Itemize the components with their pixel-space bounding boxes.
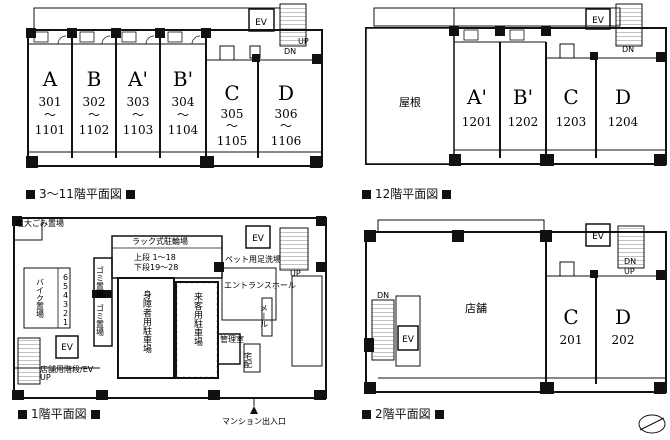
plan-1-labels: 粗大ごみ置場 ラック式駐輪場 上段 1〜18 下段19〜28 ペット用足洗場 E… bbox=[16, 218, 301, 426]
garbage-room-label: ゴミ置場 bbox=[96, 265, 105, 299]
plan-2-labels: 店舗 C 201 D 202 EV EV DN DN UP bbox=[377, 232, 636, 347]
unit-tilde: 〜 bbox=[177, 108, 189, 122]
unit-letter: A bbox=[42, 67, 58, 91]
pet-label: ペット用足洗場 bbox=[225, 254, 281, 264]
caption-text: 12階平面図 bbox=[375, 187, 439, 201]
bike-parking-label: バイク置場 bbox=[36, 278, 45, 319]
roof-area bbox=[365, 27, 455, 165]
unit-num-bottom: 1104 bbox=[168, 123, 199, 137]
unit-num-top: 305 bbox=[221, 107, 244, 121]
delivery-label: 宅配 bbox=[244, 351, 253, 369]
office-label: 管理室 bbox=[220, 334, 244, 344]
unit-num: 1203 bbox=[556, 115, 587, 129]
plan-12-labels: 屋根 A' 1201 B' 1202 C 1203 D 1204 EV DN bbox=[399, 16, 639, 129]
roof-label: 屋根 bbox=[399, 95, 421, 109]
rack-bike-label: ラック式駐輪場 bbox=[132, 236, 188, 246]
entrance-hall-label: エントランスホール bbox=[224, 281, 296, 290]
unit-num-bottom: 1101 bbox=[35, 123, 66, 137]
shop-label: 店舗 bbox=[465, 301, 487, 315]
shop-stairs-label: 店舗用階段/EV bbox=[40, 364, 94, 374]
unit-letter: D bbox=[278, 81, 294, 105]
unit-letter: B bbox=[87, 67, 102, 91]
ev-label: EV bbox=[255, 18, 268, 28]
caption-text: 1階平面図 bbox=[31, 407, 87, 421]
bike-num: 6 bbox=[63, 273, 68, 282]
unit-letter: B' bbox=[173, 67, 193, 91]
ev-label: EV bbox=[402, 335, 415, 345]
caption-2: 2階平面図 bbox=[358, 405, 448, 422]
caption-text: 2階平面図 bbox=[375, 407, 431, 421]
entrance-label: マンション出入口 bbox=[222, 416, 286, 426]
up-label: UP bbox=[290, 269, 301, 278]
unit-num: 202 bbox=[612, 333, 635, 347]
plan-2 bbox=[364, 219, 667, 394]
bike-num: 2 bbox=[63, 309, 68, 318]
disabled-parking-label: 身障者用駐車場 bbox=[141, 289, 152, 354]
up-label: UP bbox=[624, 267, 635, 276]
bike-num: 3 bbox=[63, 300, 68, 309]
bike-num: 5 bbox=[63, 282, 68, 291]
caption-1: 1階平面図 bbox=[14, 405, 104, 422]
unit-tilde: 〜 bbox=[226, 119, 238, 133]
ev-label: EV bbox=[252, 234, 265, 244]
plan-3-11-unit-labels: A 301 〜 1101 B 302 〜 1102 A' 303 〜 1103 … bbox=[35, 18, 309, 148]
unit-letter: D bbox=[615, 305, 631, 329]
up-label: UP bbox=[298, 37, 309, 46]
stairs bbox=[279, 3, 307, 47]
bike-num: 4 bbox=[63, 291, 68, 300]
up-label: UP bbox=[40, 373, 51, 382]
unit-tilde: 〜 bbox=[44, 108, 56, 122]
unit-tilde: 〜 bbox=[88, 108, 100, 122]
plan-3-11 bbox=[26, 3, 323, 168]
ev-label: EV bbox=[61, 343, 74, 353]
unit-num-bottom: 1102 bbox=[79, 123, 110, 137]
unit-num-bottom: 1103 bbox=[123, 123, 154, 137]
plan-12 bbox=[365, 3, 667, 166]
unit-letter: C bbox=[224, 81, 239, 105]
compass-icon bbox=[638, 414, 666, 434]
plan-1 bbox=[12, 216, 327, 414]
caption-3-11: 3〜11階平面図 bbox=[22, 185, 139, 202]
ev-label: EV bbox=[592, 232, 605, 242]
unit-letter: C bbox=[563, 85, 578, 109]
bike-num: 1 bbox=[63, 318, 68, 327]
mail-label: メール bbox=[260, 304, 269, 328]
dn-label: DN bbox=[622, 45, 634, 54]
unit-letter: A' bbox=[127, 67, 148, 91]
unit-num-bottom: 1105 bbox=[217, 134, 248, 148]
unit-num: 1202 bbox=[508, 115, 539, 129]
unit-num-top: 301 bbox=[39, 95, 62, 109]
ev-label: EV bbox=[592, 16, 605, 26]
rack-upper-label: 上段 1〜18 bbox=[134, 252, 176, 262]
garbage-label: 粗大ごみ置場 bbox=[16, 218, 64, 228]
unit-letter: A' bbox=[466, 85, 487, 109]
unit-num-top: 302 bbox=[83, 95, 106, 109]
unit-num: 1201 bbox=[462, 115, 493, 129]
guest-parking-label: 来客用駐車場 bbox=[192, 292, 203, 347]
unit-letter: D bbox=[615, 85, 631, 109]
unit-tilde: 〜 bbox=[132, 108, 144, 122]
unit-letter: C bbox=[563, 305, 578, 329]
unit-num-top: 303 bbox=[127, 95, 150, 109]
unit-num: 201 bbox=[560, 333, 583, 347]
caption-12: 12階平面図 bbox=[358, 185, 455, 202]
unit-num-top: 304 bbox=[172, 95, 195, 109]
unit-num-bottom: 1106 bbox=[271, 134, 302, 148]
unit-letter: B' bbox=[513, 85, 533, 109]
dn-label: DN bbox=[284, 47, 296, 56]
caption-text: 3〜11階平面図 bbox=[39, 187, 122, 201]
ev-box bbox=[248, 8, 275, 32]
rack-lower-label: 下段19〜28 bbox=[134, 262, 178, 272]
dn-label: DN bbox=[624, 257, 636, 266]
unit-num: 1204 bbox=[608, 115, 639, 129]
trash-label: ゴミ置場 bbox=[96, 303, 105, 337]
unit-num-top: 306 bbox=[275, 107, 298, 121]
dn-label: DN bbox=[377, 291, 389, 300]
unit-tilde: 〜 bbox=[280, 119, 292, 133]
